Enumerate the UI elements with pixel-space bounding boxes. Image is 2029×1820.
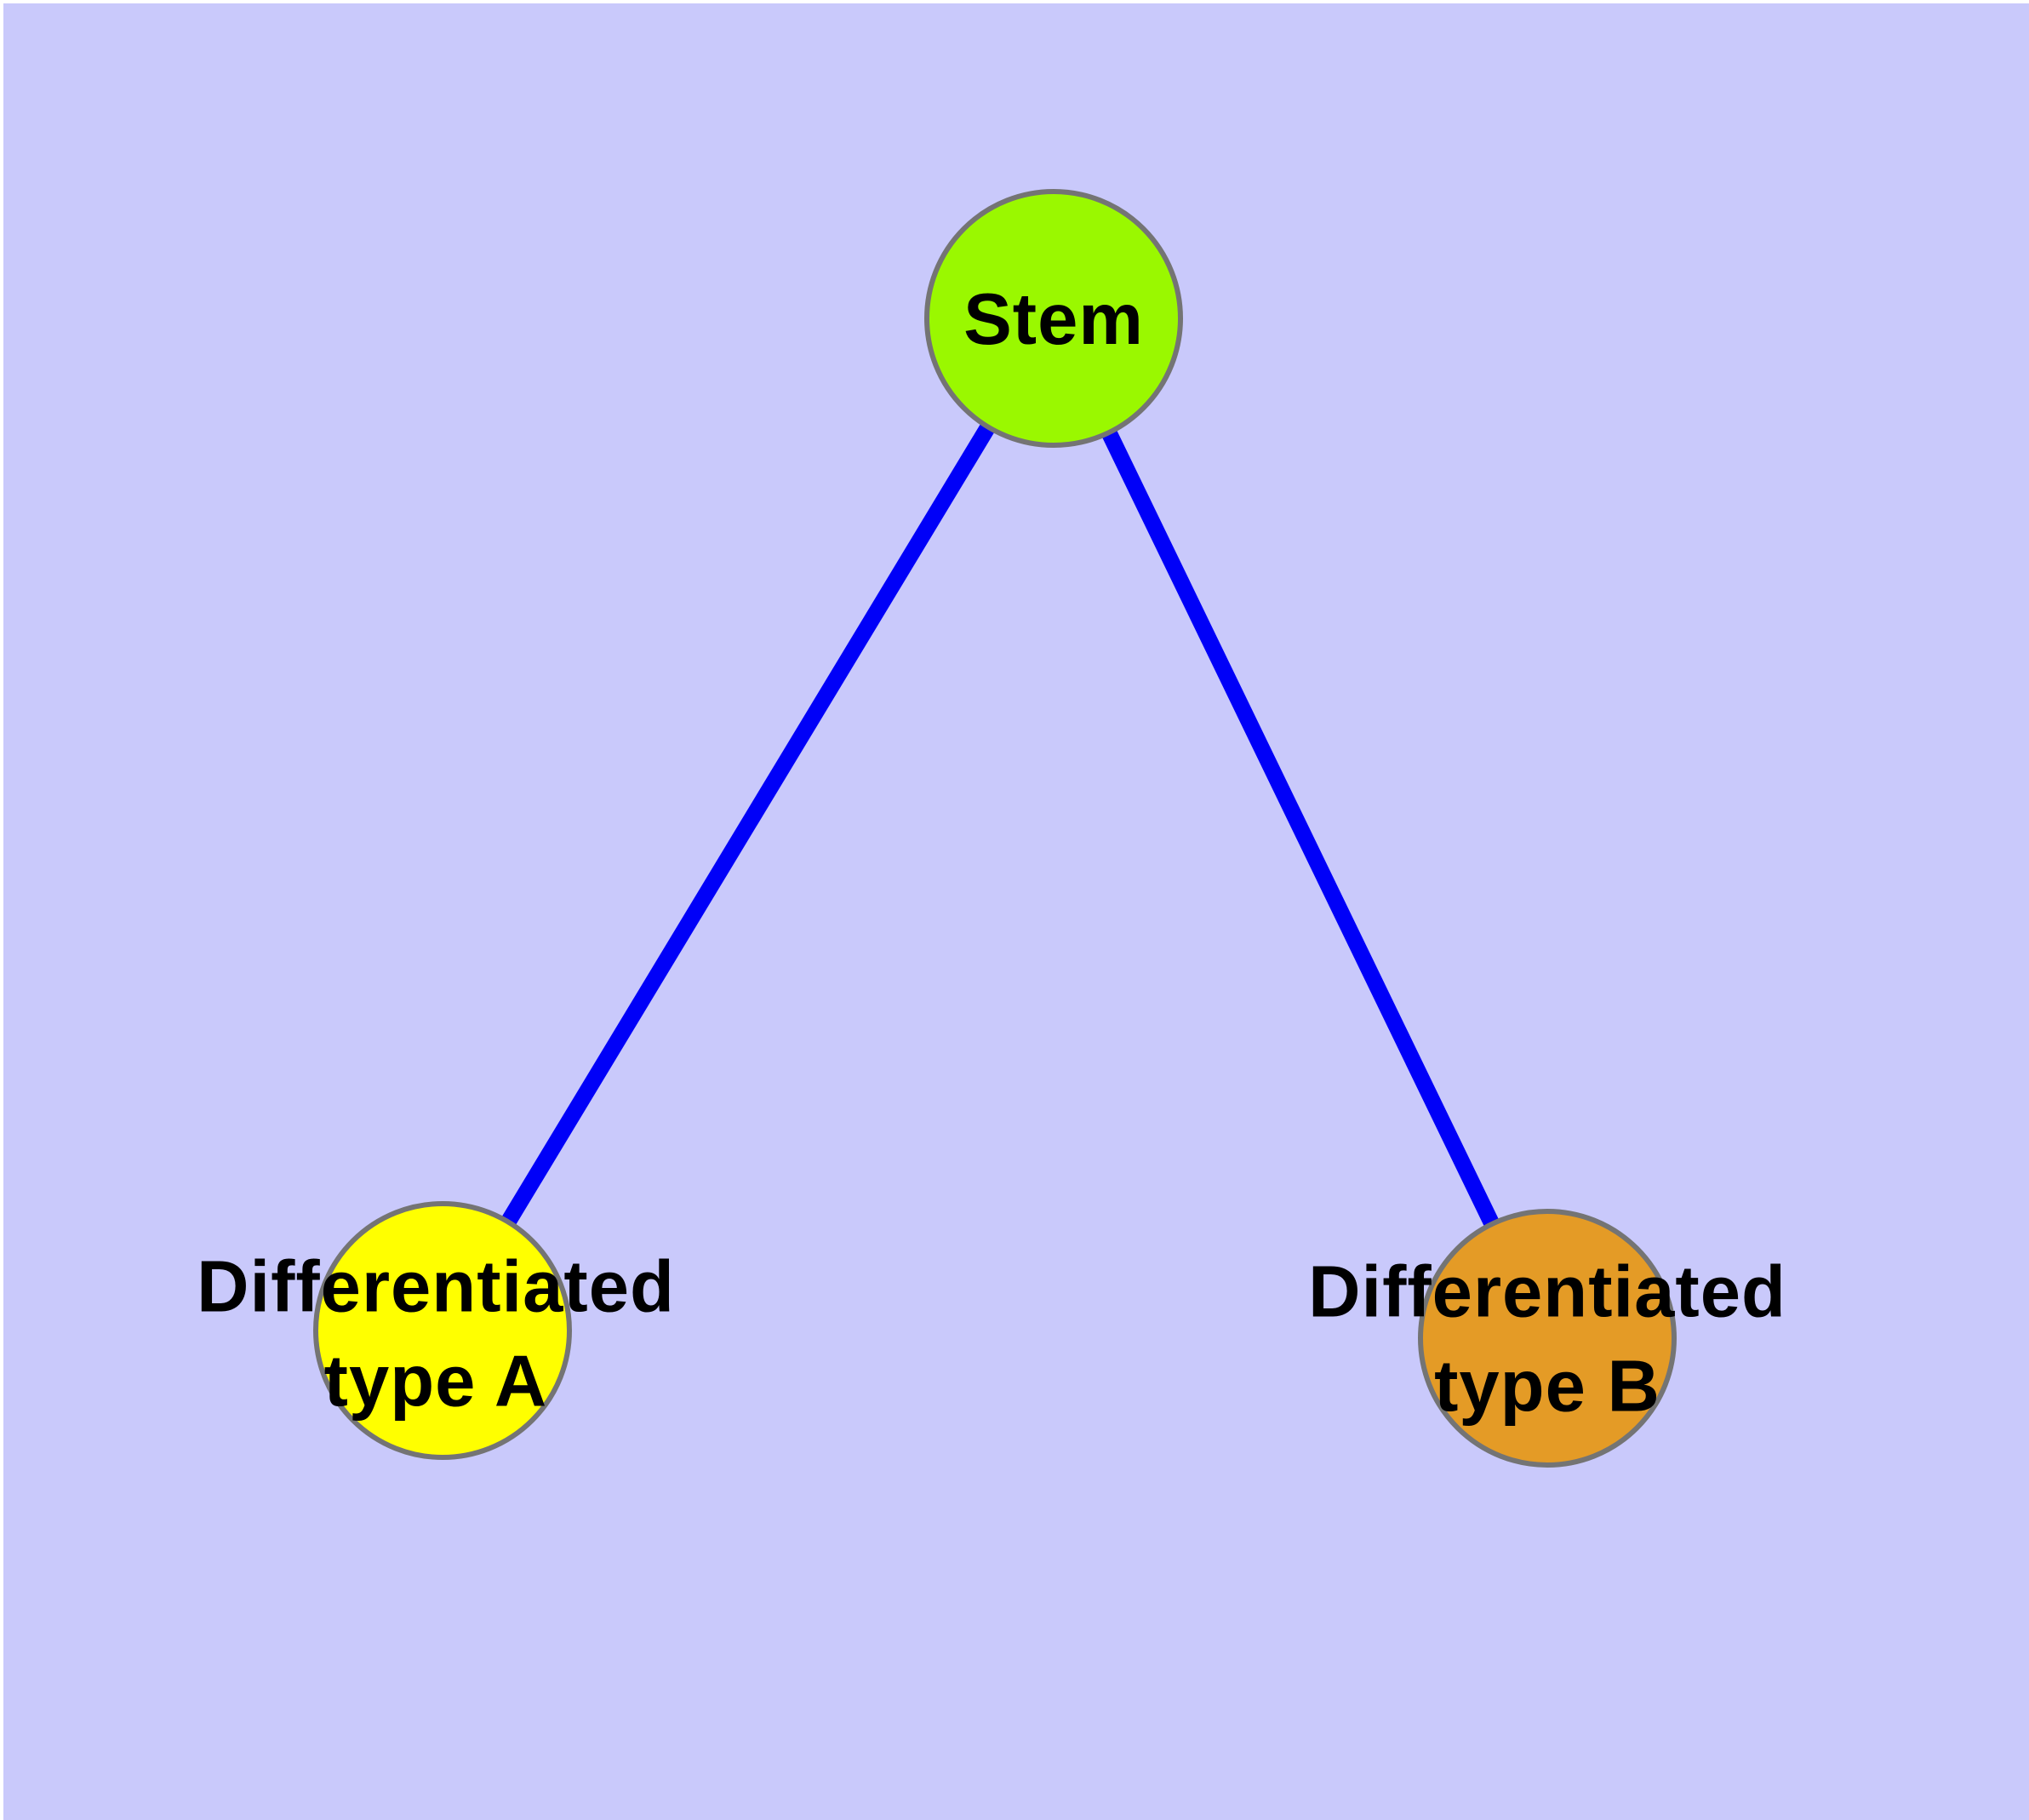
- node-label-stem: Stem: [963, 278, 1144, 360]
- node-differentiated-type-a[interactable]: [313, 1201, 572, 1460]
- edge-layer: [435, 314, 1555, 1342]
- node-stem[interactable]: [924, 189, 1183, 448]
- edge-stem-to-type-a: [435, 314, 1061, 1335]
- node-differentiated-type-b[interactable]: [1418, 1209, 1677, 1468]
- edge-stem-to-type-b: [1046, 314, 1555, 1342]
- diagram-canvas: Stem Differentiated type A Differentiate…: [3, 3, 2029, 1820]
- node-label-differentiated-type-a: Differentiated type A: [197, 1246, 675, 1422]
- node-label-differentiated-type-b: Differentiated type B: [1308, 1251, 1786, 1428]
